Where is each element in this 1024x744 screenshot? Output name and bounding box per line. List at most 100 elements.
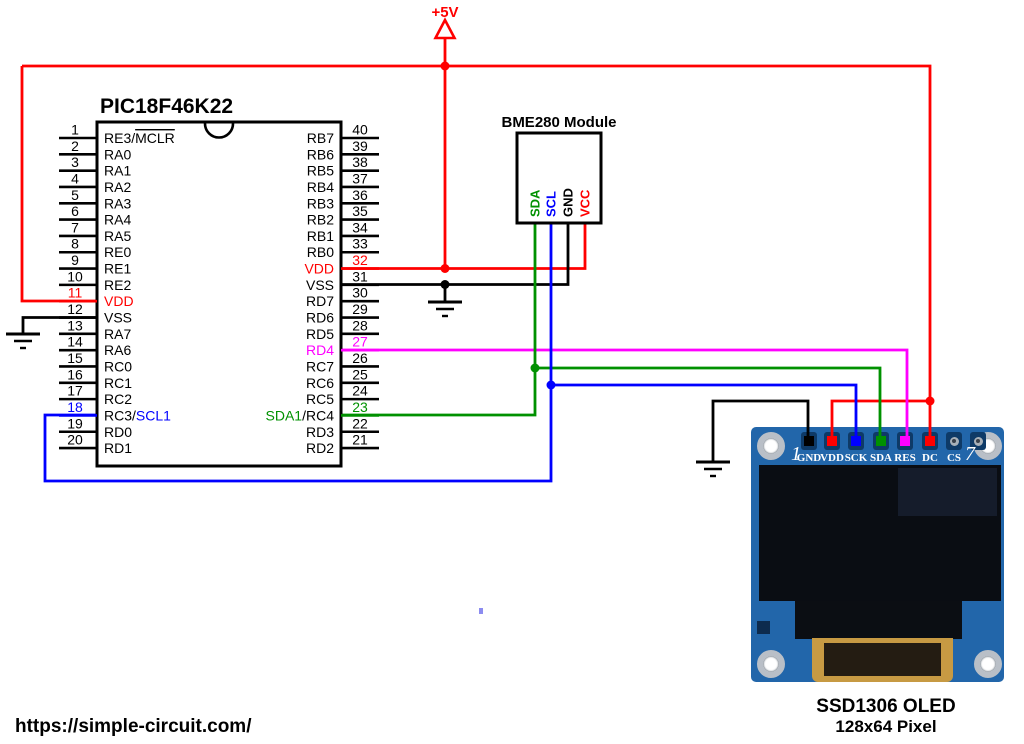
oled-pin7-number: 7 [965, 443, 975, 465]
chip-pins: 1RE3/MCLR2RA03RA14RA25RA36RA47RA58RE09RE… [59, 122, 379, 456]
wire-rd4-res [341, 348, 909, 446]
junction-dot [440, 264, 450, 273]
pin-name: RA6 [104, 342, 131, 358]
pin-number: 9 [71, 252, 79, 268]
pad-hole [952, 439, 956, 443]
oled-screen [759, 465, 1001, 601]
pin-number: 29 [352, 301, 368, 317]
pin-name: RA5 [104, 228, 131, 244]
pin-number: 18 [67, 399, 83, 415]
pin-name: VDD [104, 293, 134, 309]
pin-number: 13 [67, 317, 83, 333]
pin-number: 3 [71, 154, 79, 170]
mounting-hole [757, 650, 785, 678]
pin-name: RA0 [104, 146, 131, 162]
oled-pad [970, 432, 986, 450]
pin-name: RD2 [306, 440, 334, 456]
pin-name: RD5 [306, 326, 334, 342]
chip-title: PIC18F46K22 [100, 95, 233, 118]
oled-smd-part [757, 621, 770, 634]
wire-vdd-pin11 [20, 66, 97, 303]
pin-number: 12 [67, 301, 83, 317]
oled-pin-label-dc: DC [922, 452, 938, 464]
screen-reflection [898, 468, 997, 516]
pin-name: RB2 [307, 212, 334, 228]
pin-name: RC1 [104, 375, 132, 391]
bme280-pin-label-vcc: VCC [578, 189, 593, 217]
oled-caption-line2: 128x64 Pixel [835, 717, 936, 736]
pin-name: RA7 [104, 326, 131, 342]
wire-vss-pin31-bme-gnd [341, 223, 570, 286]
pin-name: RD6 [306, 310, 334, 326]
wire-scl-oled-branch [551, 383, 858, 446]
wire-sda-oled-branch [535, 366, 882, 446]
pin-name: RB1 [307, 228, 334, 244]
wire-oled-gnd [711, 399, 810, 462]
pin-number: 32 [352, 252, 368, 268]
ground-symbol [696, 460, 730, 478]
bme280-pin-label-gnd: GND [561, 188, 576, 217]
oled-caption-line1: SSD1306 OLED [816, 696, 955, 717]
pin-name: RA3 [104, 195, 131, 211]
oled-pin-label-cs: CS [946, 452, 962, 464]
pin-number: 23 [352, 399, 368, 415]
pin-name: RB3 [307, 195, 334, 211]
junction-dot [440, 61, 450, 71]
pin-number: 1 [71, 122, 79, 138]
junction-dot [440, 280, 450, 289]
pin-number: 37 [352, 170, 368, 186]
bme280-pin-label-sda: SDA [528, 189, 543, 217]
pin-name: RA1 [104, 163, 131, 179]
pin-name: RE3/MCLR [104, 130, 175, 146]
pad-ring [973, 436, 983, 446]
pin-name: VDD [304, 261, 334, 277]
junction-dots [440, 61, 935, 406]
pin-number: 36 [352, 187, 368, 203]
junction-dot [546, 380, 556, 390]
pin-name: RD4 [306, 342, 334, 358]
power-5v-symbol: +5V [431, 4, 459, 40]
pin-number: 16 [67, 366, 83, 382]
pin-name: RC3/SCL1 [104, 407, 171, 423]
pin-number: 24 [352, 383, 368, 399]
pin-number: 34 [352, 219, 368, 235]
pin-name: RC6 [306, 375, 334, 391]
pin-number: 27 [352, 334, 368, 350]
oled-flex-connector [812, 638, 953, 682]
oled-pin-label-sda: SDA [869, 452, 893, 464]
pin-name: RD0 [104, 424, 132, 440]
oled-pin-label-gnd: GND [796, 452, 822, 464]
pin-name: RB6 [307, 146, 334, 162]
junction-dot [530, 363, 540, 373]
pin-name: RC7 [306, 358, 334, 374]
oled-pin-label-vdd: VDD [820, 452, 844, 464]
bme280-body [515, 131, 603, 225]
